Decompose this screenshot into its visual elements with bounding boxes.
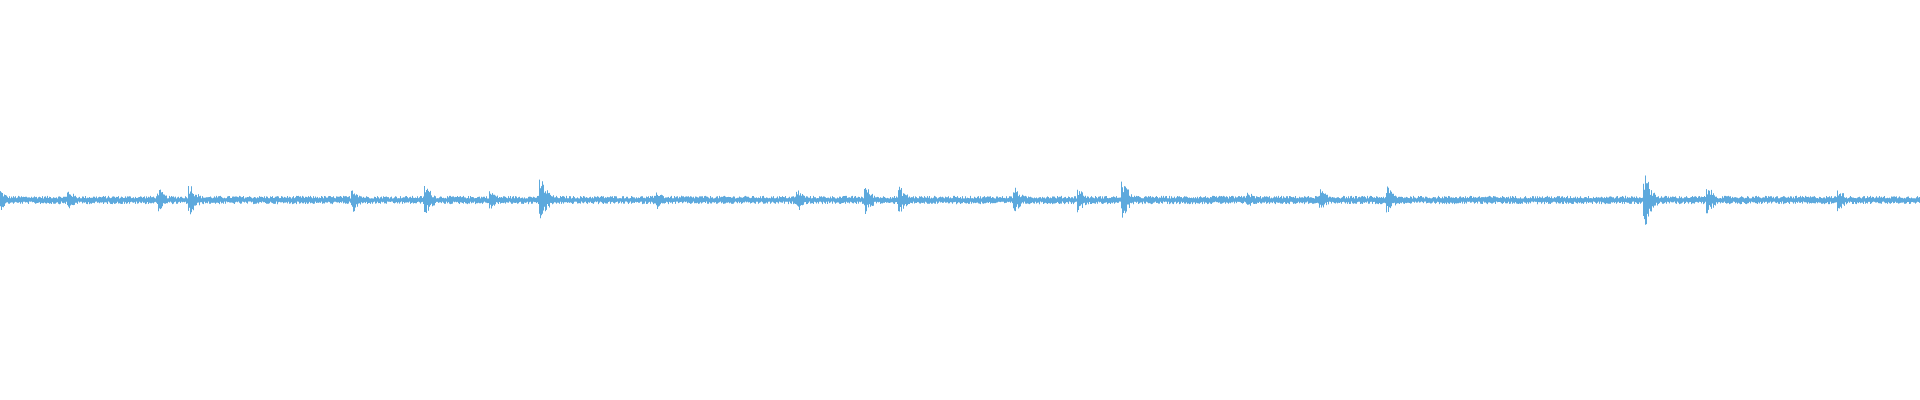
waveform-trace: [0, 175, 1920, 225]
waveform-samples: [0, 175, 1920, 225]
